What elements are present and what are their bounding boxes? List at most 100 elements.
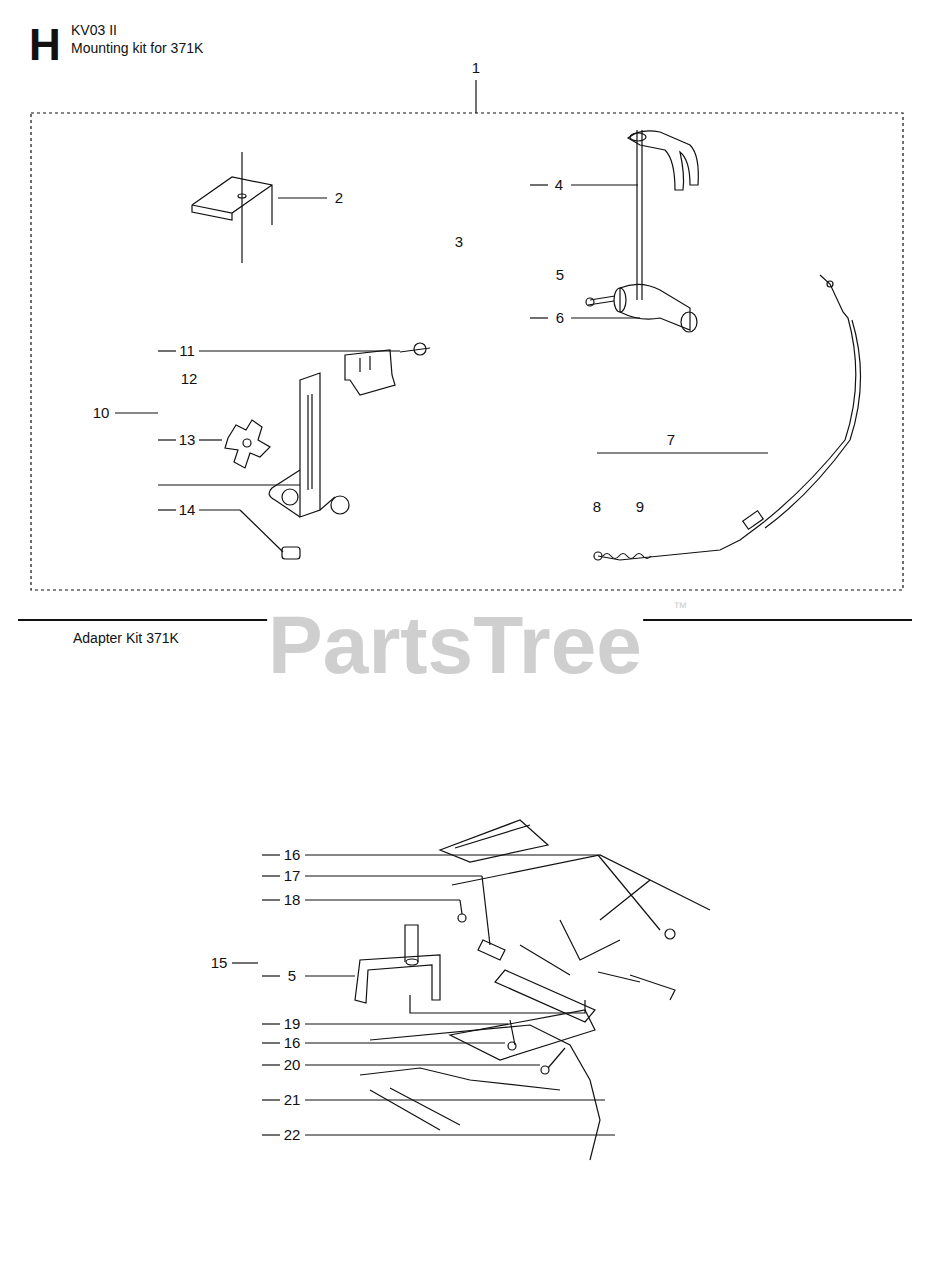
cable-part	[594, 552, 602, 560]
leader-line	[262, 875, 280, 876]
leader-line	[158, 350, 176, 351]
callout-number: 20	[283, 1057, 302, 1074]
adapter-kit-illustration	[370, 1025, 600, 1160]
rod-part	[628, 131, 698, 190]
leader-line	[262, 854, 280, 855]
adjuster-part	[345, 350, 395, 395]
bracket-part	[192, 177, 272, 225]
rod-part	[630, 133, 646, 141]
adjuster-part	[269, 470, 300, 517]
callout-number: 6	[555, 310, 565, 327]
leader-line	[475, 80, 476, 113]
watermark: ™	[672, 600, 688, 615]
callout-number: 9	[635, 499, 645, 516]
adjuster-part	[414, 343, 426, 355]
cable-part	[594, 275, 861, 560]
cable-part	[743, 511, 763, 530]
adjuster-part	[282, 547, 300, 559]
adapter-kit-illustration	[598, 972, 640, 982]
leader-line	[262, 1064, 280, 1065]
adapter-kit-illustration	[360, 1068, 560, 1130]
cable-part	[765, 320, 861, 528]
section-title: Adapter Kit 371K	[72, 631, 180, 646]
leader-line	[199, 509, 240, 510]
callout-number: 12	[180, 371, 199, 388]
callout-number: 7	[666, 432, 676, 449]
kit-boundary	[31, 113, 903, 590]
leader-line	[158, 439, 176, 440]
adapter-kit-illustration	[355, 820, 710, 1160]
adjuster-part	[225, 343, 430, 559]
leader-line	[305, 875, 482, 876]
leader-line	[482, 876, 490, 945]
leader-line	[199, 439, 222, 440]
bracket-part	[192, 152, 272, 263]
leader-line	[262, 1042, 280, 1043]
adjuster-part	[243, 439, 251, 447]
callout-number: 16	[283, 1035, 302, 1052]
leader-line	[305, 1023, 508, 1024]
adapter-kit-illustration	[495, 970, 595, 1022]
adapter-kit-illustration	[510, 1020, 515, 1045]
leader-line	[158, 484, 300, 485]
cable-part	[603, 554, 651, 559]
callout-number: 18	[283, 892, 302, 909]
adapter-kit-illustration	[520, 920, 675, 1000]
leader-line	[240, 510, 283, 552]
leader-line	[262, 899, 280, 900]
adapter-kit-illustration	[508, 1042, 516, 1050]
leader-line	[232, 962, 258, 963]
cable-part	[598, 275, 856, 560]
kit-boundary	[18, 113, 912, 620]
leader-line	[305, 1064, 540, 1065]
callout-number: 11	[178, 343, 196, 360]
callout-number: 13	[178, 432, 197, 449]
rod-part	[588, 296, 615, 305]
watermark: PartsTree	[267, 600, 643, 690]
adjuster-part	[282, 489, 298, 505]
adapter-kit-illustration	[406, 959, 418, 965]
leader-line	[199, 350, 400, 351]
adjuster-part	[300, 373, 320, 517]
leader-line	[262, 975, 280, 976]
adapter-kit-illustration	[548, 1048, 565, 1068]
rod-part	[681, 312, 697, 332]
callout-number: 21	[283, 1092, 302, 1109]
bracket-part	[241, 152, 242, 263]
callout-number: 5	[287, 968, 297, 985]
rod-part	[586, 298, 594, 306]
kit-title: Mounting kit for 371K	[70, 41, 204, 56]
callout-number: 5	[555, 267, 565, 284]
leader-line	[305, 1099, 605, 1100]
section-letter: H	[28, 21, 62, 69]
leader-line	[158, 509, 176, 510]
adapter-kit-illustration	[405, 925, 418, 962]
adjuster-part	[225, 420, 270, 468]
rod-part	[637, 130, 642, 300]
callout-number: 3	[454, 234, 464, 251]
adapter-kit-illustration	[541, 1066, 549, 1074]
bracket-part	[238, 194, 246, 198]
callout-number: 10	[92, 405, 111, 422]
adapter-kit-illustration	[450, 1010, 595, 1060]
callout-number: 14	[178, 502, 197, 519]
adapter-kit-illustration	[452, 855, 710, 920]
callout-number: 2	[334, 190, 344, 207]
leader-line	[571, 184, 638, 185]
callout-number: 19	[283, 1016, 302, 1033]
callout-number: 17	[283, 868, 302, 885]
adapter-kit-illustration	[478, 940, 505, 960]
leader-line	[305, 1134, 615, 1135]
rod-part	[620, 284, 690, 330]
callout-number: 16	[283, 847, 302, 864]
rod-part	[586, 130, 698, 332]
callout-number: 8	[592, 499, 602, 516]
leader-line	[262, 1134, 280, 1135]
rod-part	[614, 288, 626, 312]
leader-line	[571, 317, 640, 318]
adjuster-part	[320, 497, 335, 510]
leader-line	[305, 899, 460, 900]
adapter-kit-illustration	[440, 820, 548, 862]
adapter-kit-illustration	[458, 914, 466, 922]
leader-line	[115, 412, 158, 413]
